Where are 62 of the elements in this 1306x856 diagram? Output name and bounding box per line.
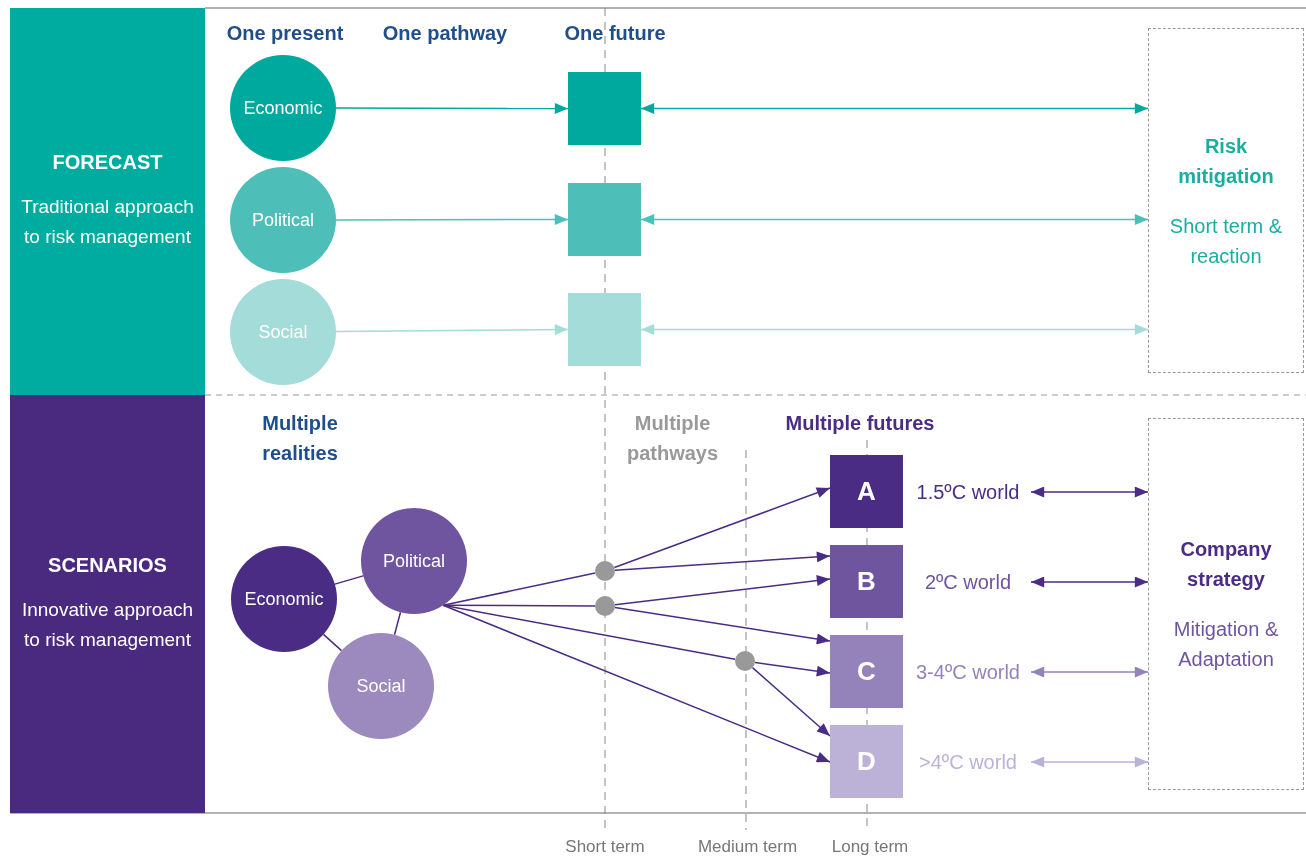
- scenario-label: 1.5ºC world: [905, 477, 1031, 507]
- arrow: [335, 214, 569, 225]
- factor-circle: Political: [230, 167, 336, 273]
- connector-line: [442, 572, 596, 607]
- arrow: [335, 103, 569, 114]
- outcome-box: [1148, 28, 1304, 373]
- branch-dot: [595, 561, 615, 581]
- row-title: SCENARIOS: [48, 553, 167, 577]
- outcome-description: Short term & reaction: [1168, 213, 1284, 269]
- column-heading: Multiple futures: [784, 411, 936, 436]
- arrow: [640, 103, 1149, 114]
- row-header-panel: [10, 8, 205, 395]
- arrow: [751, 666, 831, 737]
- branch-dot: [735, 651, 755, 671]
- arrow: [1030, 756, 1149, 768]
- time-label: Medium term: [696, 836, 799, 856]
- arrow: [335, 324, 569, 336]
- arrow: [1030, 486, 1149, 498]
- row-description: Innovative approach to risk management: [20, 597, 195, 652]
- factor-circle: Social: [328, 633, 434, 739]
- scenario-box: A: [830, 455, 903, 528]
- outcome-title: Company strategy: [1179, 537, 1273, 592]
- arrow: [614, 575, 831, 606]
- scenario-label: 2ºC world: [905, 567, 1031, 597]
- row-title: FORECAST: [52, 151, 163, 174]
- factor-circle: Economic: [231, 546, 337, 652]
- column-heading: One present: [225, 21, 345, 46]
- arrow: [754, 661, 831, 677]
- factor-circle: Political: [361, 508, 467, 614]
- time-label: Short term: [564, 836, 646, 856]
- arrow: [442, 604, 831, 763]
- arrow: [1030, 576, 1149, 588]
- arrow: [640, 214, 1149, 225]
- arrow: [614, 606, 831, 645]
- connector-line: [393, 611, 402, 636]
- arrow: [640, 324, 1149, 335]
- connector-line: [322, 633, 343, 652]
- scenario-box: D: [830, 725, 903, 798]
- outcome-box: [1148, 418, 1304, 790]
- scenario-box: B: [830, 545, 903, 618]
- arrow: [1030, 666, 1149, 678]
- outcome-title: Risk mitigation: [1177, 133, 1275, 189]
- connector-line: [334, 575, 364, 585]
- factor-circle: Economic: [230, 55, 336, 161]
- arrow: [613, 487, 831, 569]
- column-heading: Multiple realities: [261, 411, 339, 466]
- scenario-label: 3-4ºC world: [905, 657, 1031, 687]
- scenario-box: C: [830, 635, 903, 708]
- column-heading: One pathway: [381, 21, 509, 46]
- scenario-label: >4ºC world: [905, 747, 1031, 777]
- future-square: [568, 293, 641, 366]
- row-header-panel: [10, 395, 205, 813]
- column-heading: Multiple pathways: [625, 411, 720, 466]
- future-square: [568, 72, 641, 145]
- column-heading: One future: [563, 21, 667, 46]
- future-square: [568, 183, 641, 256]
- outcome-description: Mitigation & Adaptation: [1172, 617, 1280, 672]
- branch-dot: [595, 596, 615, 616]
- arrow: [614, 551, 831, 572]
- factor-circle: Social: [230, 279, 336, 385]
- row-description: Traditional approach to risk management: [20, 195, 195, 249]
- time-label: Long term: [830, 836, 910, 856]
